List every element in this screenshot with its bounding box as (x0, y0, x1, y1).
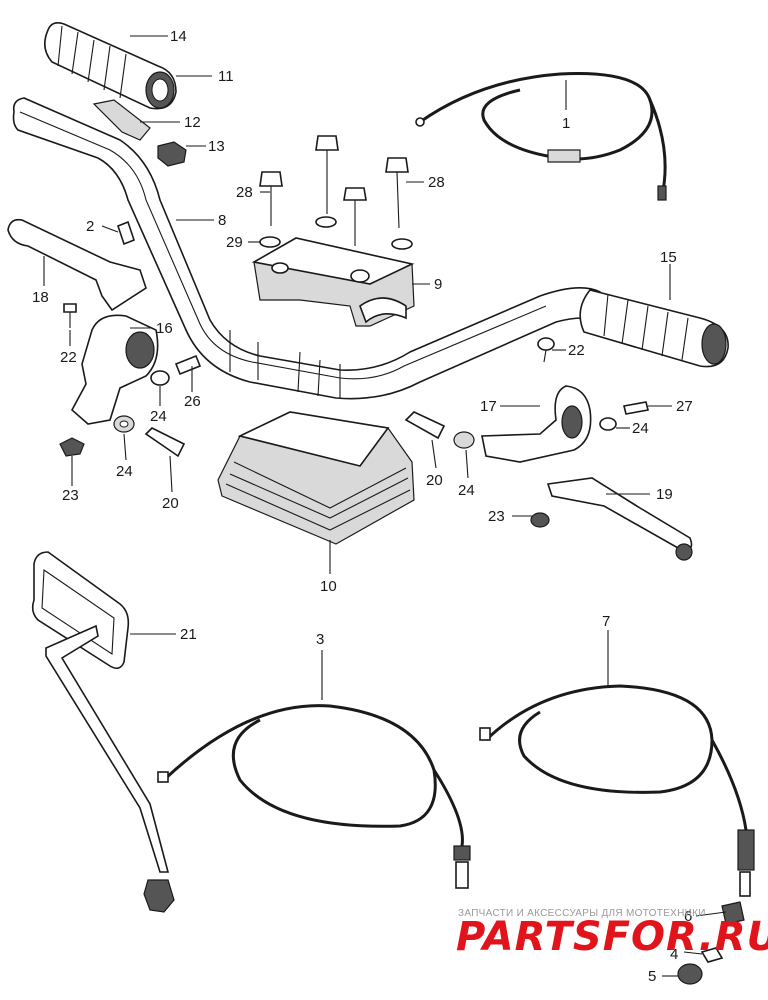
callout-20-right: 20 (426, 472, 443, 489)
callout-21: 21 (180, 626, 197, 643)
callout-24-right: 27 (676, 398, 693, 415)
callout-16: 16 (156, 320, 173, 337)
callout-6: 6 (684, 908, 692, 925)
callout-23-right: 24 (458, 482, 475, 499)
callout-24-left: 26 (184, 393, 201, 410)
left-small-parts (59, 354, 202, 458)
right-lever (530, 477, 693, 561)
grip-clip (92, 99, 151, 141)
right-lever-bracket (481, 337, 649, 463)
callout-18: 18 (32, 289, 49, 306)
callout-27: 23 (488, 508, 505, 525)
callout-13: 13 (208, 138, 225, 155)
callout-19: 19 (656, 486, 673, 503)
callout-7: 7 (602, 613, 610, 630)
callout-5: 5 (648, 968, 656, 985)
watermark-logo: PARTSFOR.RU (456, 914, 768, 960)
callout-1: 1 (562, 115, 570, 132)
clutch-cable (157, 704, 471, 889)
callout-12: 12 (184, 114, 201, 131)
callout-22-right: 22 (568, 342, 585, 359)
callout-28-right: 24 (632, 420, 649, 437)
watermark-caption: ЗАПЧАСТИ И АКСЕССУАРЫ ДЛЯ МОТОТЕХНИКИ (458, 908, 706, 919)
callout-20-left: 20 (162, 495, 179, 512)
leader-lines (43, 35, 727, 977)
callout-11: 11 (218, 68, 234, 85)
callout-28-left: 24 (150, 408, 167, 425)
brake-cable (479, 684, 755, 985)
callout-25: 28 (236, 184, 253, 201)
switch-assembly (217, 411, 415, 545)
callout-8: 8 (218, 212, 226, 229)
left-lever (7, 218, 147, 312)
callout-4: 4 (670, 946, 678, 963)
throttle-cable (415, 72, 667, 201)
left-lever-bracket (63, 303, 159, 425)
adjuster-and-nut (404, 411, 475, 449)
callout-9: 9 (434, 276, 442, 293)
callout-23-left: 24 (116, 463, 133, 480)
callout-22-left: 22 (60, 349, 77, 366)
mirror (31, 551, 175, 913)
holder-bolts (259, 135, 413, 250)
callout-26: 28 (428, 174, 445, 191)
callout-29: 29 (226, 234, 243, 251)
handlebar-holder (251, 237, 415, 327)
callout-10: 10 (320, 578, 337, 595)
callout-15: 15 (660, 249, 677, 266)
callout-labels: 14 11 12 13 1 2 8 28 29 28 9 15 18 16 22… (32, 28, 693, 985)
callout-14: 14 (170, 28, 187, 45)
grip-cap (157, 141, 187, 167)
callout-17: 17 (480, 398, 497, 415)
left-grip (44, 22, 177, 110)
callout-2: 2 (86, 218, 94, 235)
callout-3: 3 (316, 631, 324, 648)
watermark: ЗАПЧАСТИ И АКСЕССУАРЫ ДЛЯ МОТОТЕХНИКИ PA… (456, 908, 768, 960)
callout-22-bottom: 23 (62, 487, 79, 504)
right-grip (579, 289, 729, 368)
